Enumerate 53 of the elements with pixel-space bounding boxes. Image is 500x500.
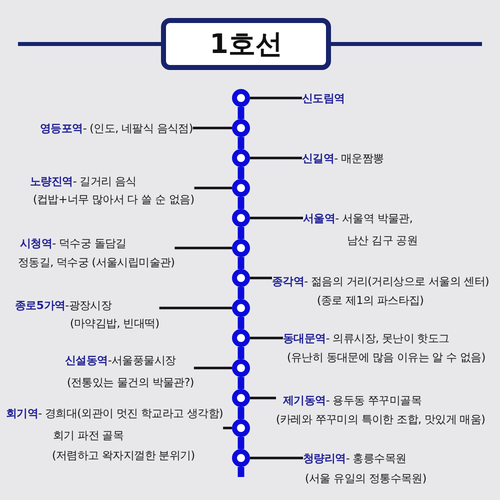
track-line (238, 347, 244, 359)
track-line (238, 167, 244, 179)
leader-line (250, 276, 272, 280)
title-box: 1호선 (161, 18, 331, 70)
track-line (238, 107, 244, 119)
station-label: 노량진역- 길거리 음식 (컵밥+너무 많아서 다 쓸 순 없음) (30, 172, 194, 208)
station-label: 종각역- 젊음의 거리(거리상으로 서울의 센터) (종로 제1의 파스타집) (272, 272, 490, 310)
station-label: 신도림역 (302, 88, 345, 108)
track-line (238, 197, 244, 209)
station-dot (232, 389, 250, 407)
leader-line (159, 306, 232, 310)
station-dot (232, 359, 250, 377)
station-dot (232, 209, 250, 227)
leader-line (194, 186, 232, 190)
leader-line (223, 426, 232, 430)
track-line (238, 227, 244, 239)
track-line (238, 287, 244, 299)
station-dot (232, 449, 250, 467)
station-label: 청량리역- 홍릉수목원 (서울 유일의 정통수목원) (303, 448, 426, 488)
track-line (238, 437, 244, 449)
station-label: 제기동역- 용두동 쭈꾸미골목 (카레와 쭈꾸미의 특이한 조합, 맛있게 매움) (276, 390, 486, 428)
station-dot (232, 299, 250, 317)
station-label: 종로5가역-광장시장 (마약김밥, 빈대떡) (15, 296, 160, 332)
leader-line (250, 96, 302, 100)
track-line (238, 407, 244, 419)
station-dot (232, 119, 250, 137)
station-label: 신길역- 매운짬뽕 (302, 148, 384, 168)
leader-line (250, 396, 276, 400)
station-dot (232, 329, 250, 347)
station-dot (232, 89, 250, 107)
station-label: 시청역- 덕수궁 돌담길 정동길, 덕수궁 (서울시립미술관) (18, 234, 175, 272)
station-label: 서울역- 서울역 박물관, 남산 김구 공원 (303, 208, 418, 250)
station-dot (232, 239, 250, 257)
station-label: 동대문역- 의류시장, 못난이 핫도그 (유난히 동대문에 많음 이유는 알 수 없음) (283, 328, 486, 366)
track-line (238, 317, 244, 329)
station-label: 신설동역-서울풍물시장 (전통있는 물건의 박물관?) (65, 350, 194, 392)
leader-line (192, 126, 232, 130)
track-line (238, 257, 244, 269)
leader-line (250, 336, 283, 340)
leader-line (174, 246, 232, 250)
track-line (238, 137, 244, 149)
station-label: 영등포역- (인도, 네팔식 음식점) (40, 118, 193, 138)
station-dot (232, 179, 250, 197)
leader-line (194, 366, 232, 370)
leader-line (250, 216, 303, 220)
track-line (238, 377, 244, 389)
station-dot (232, 419, 250, 437)
track-line (238, 467, 244, 477)
leader-line (250, 156, 302, 160)
leader-line (250, 456, 303, 460)
station-dot (232, 149, 250, 167)
station-label: 회기역- 경희대(외관이 멋진 학교라고 생각함) 회기 파전 골목 (저렴하고 왁자지껄한 분위기) (6, 404, 224, 464)
station-dot (232, 269, 250, 287)
